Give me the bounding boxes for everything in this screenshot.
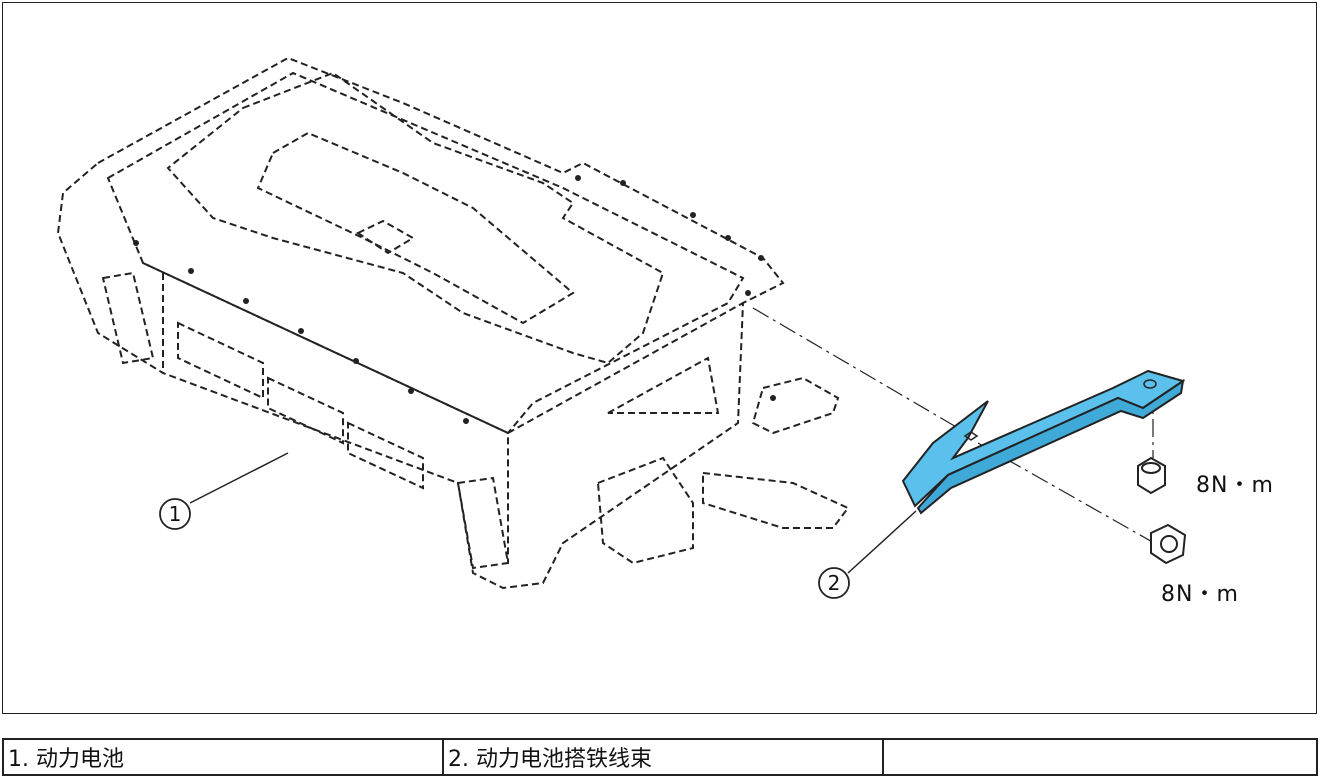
legend-item-1: 1. 动力电池: [2, 738, 444, 776]
callout-2: 2: [818, 567, 850, 599]
legend-row: 1. 动力电池 2. 动力电池搭铁线束: [2, 738, 1318, 776]
housing-bolts: [133, 175, 776, 424]
legend-item-empty: [882, 738, 1318, 776]
callout-number: 1: [169, 502, 182, 526]
callout-1: 1: [159, 498, 191, 530]
exploded-view-drawing: 1 2: [56, 56, 1187, 599]
legend-item-2: 2. 动力电池搭铁线束: [442, 738, 884, 776]
torque-label-lower: 8N・m: [1161, 582, 1239, 607]
parts-legend-table: 1. 动力电池 2. 动力电池搭铁线束: [2, 738, 1318, 776]
diagram-frame: 1 2 8N・m 8N・m: [2, 2, 1317, 714]
torque-label-upper: 8N・m: [1196, 473, 1274, 498]
callout-number: 2: [828, 571, 841, 595]
ground-harness-part: [901, 369, 1186, 515]
callout-circle: [159, 498, 191, 530]
callout-circle: [818, 567, 850, 599]
callout-leaders: [189, 452, 917, 574]
power-battery-outline: [56, 56, 850, 590]
nut-upper: [1137, 456, 1166, 495]
nut-lower: [1150, 523, 1187, 565]
